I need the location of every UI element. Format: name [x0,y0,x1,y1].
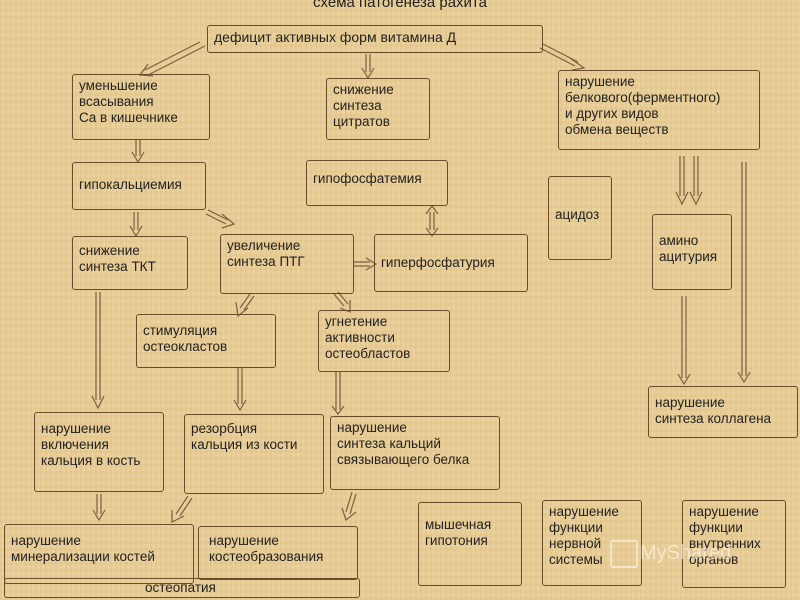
arrow-binding-to-boneformation [341,491,357,522]
arrow-hypocalcemia-to-ptg [205,209,236,229]
arrow-hypocalcemia-to-tkt [129,212,143,238]
node-hypophosphatemia: гипофосфатемия [306,160,448,206]
arrow-ptg-to-hyperphosphaturia [354,257,378,271]
arrow-ptg-to-osteoclasts [235,293,255,318]
node-aminoaciduria: амино ацитурия [652,214,732,290]
watermark-text: MyShared [640,542,732,564]
node-muscle-hypotonia: мышечная гипотония [418,502,522,586]
arrow-osteoblasts-to-binding [331,372,345,415]
arrow-hyperphosphaturia-to-hypophosphatemia [425,205,439,237]
node-tkt-synthesis: снижение синтеза ТКТ [72,236,188,290]
node-bone-mineralization: нарушение минерализации костей [4,524,194,584]
arrow-deficit-to-protein [539,43,586,71]
node-hypocalcemia: гипокальциемия [72,162,206,210]
arrow-tkt-to-inclusion [91,292,105,410]
diagram-title: схема патогенеза рахита [313,0,487,11]
arrow-aminoaciduria-to-collagen [677,296,691,386]
node-calcium-absorption: уменьшение всасывания Ca в кишечнике [72,74,210,140]
node-internal-organs: нарушение функции внутренних органов [682,500,786,588]
arrow-inclusion-to-mineralization [92,494,106,522]
arrow-protein-to-aminoaciduria-left [675,156,689,206]
node-acidosis: ацидоз [548,176,612,260]
arrow-ptg-to-osteoblasts [333,291,351,313]
arrow-protein-to-aminoaciduria-right [689,156,703,206]
presentation-icon [610,540,638,568]
node-calcium-inclusion: нарушение включения кальция в кость [34,412,164,492]
node-nervous-function: нарушение функции нервной системы [542,500,642,586]
node-protein-metabolism: нарушение белкового(ферментного) и други… [558,70,760,150]
node-vitamin-d-deficit: дефицит активных форм витамина Д [207,25,543,53]
node-ptg-synthesis: увеличение синтеза ПТГ [220,234,354,294]
arrow-osteoclasts-to-resorption [233,368,247,412]
node-collagen-synthesis: нарушение синтеза коллагена [648,386,798,438]
node-hyperphosphaturia: гиперфосфатурия [374,234,528,292]
arrow-resorption-to-mineralization [171,495,193,523]
node-citrate-synthesis: снижение синтеза цитратов [326,78,430,140]
node-osteoblast-inhibition: угнетение активности остеобластов [318,310,450,372]
node-osteoclast-stimulation: стимуляция остеокластов [136,314,276,368]
arrow-deficit-to-citrate [361,54,375,80]
arrow-deficit-to-absorption [138,41,206,77]
arrow-absorption-to-hypocalcemia [131,140,145,164]
node-calcium-resorption: резорбция кальция из кости [184,414,324,494]
arrow-protein-to-collagen [737,162,751,384]
node-osteopathy: остеопатия [4,578,360,598]
node-binding-protein: нарушение синтеза кальций связывающего б… [330,416,500,490]
node-bone-formation: нарушение костеобразования [198,526,358,580]
